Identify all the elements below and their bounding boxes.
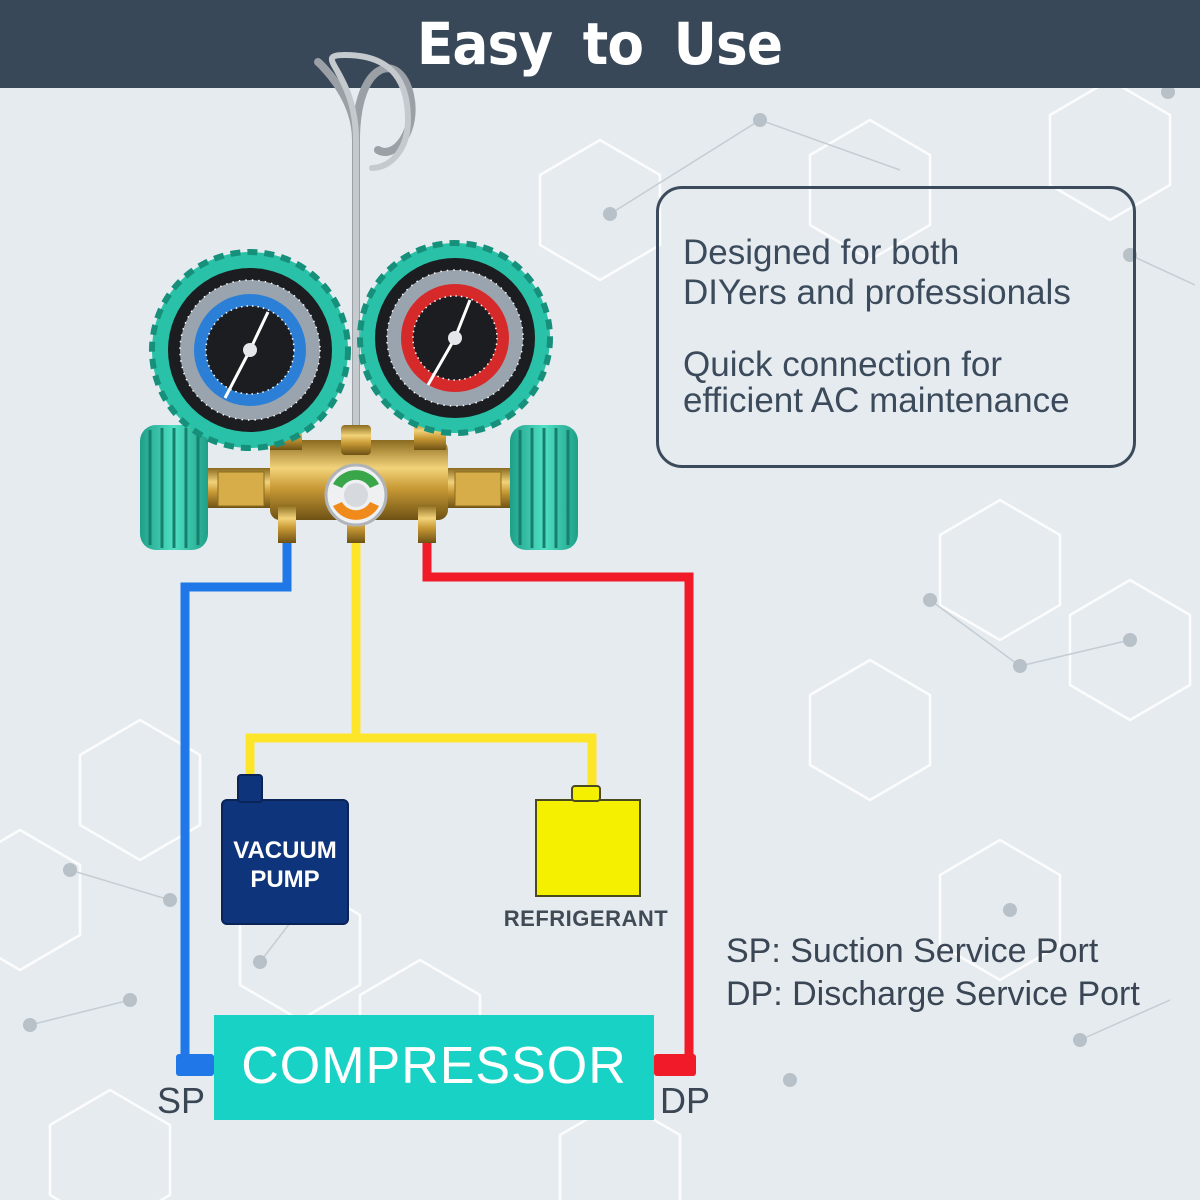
page-title: Easy to Use	[417, 10, 783, 78]
low-side-knob	[140, 425, 208, 550]
legend-dp: DP: Discharge Service Port	[726, 975, 1140, 1013]
refrigerant-label: REFRIGERANT	[503, 906, 669, 931]
high-side-knob	[510, 425, 578, 550]
compressor	[214, 1015, 654, 1120]
low-side-hose	[180, 540, 292, 1056]
sp-label: SP	[157, 1080, 206, 1121]
title-banner: Easy to Use	[0, 0, 1200, 88]
high-side-hose	[422, 540, 694, 1056]
feature-line-3: Quick connection for	[683, 345, 1003, 384]
feature-line-2: DIYers and professionals	[683, 273, 1071, 312]
feature-line-4: efficient AC maintenance	[683, 381, 1070, 420]
discharge-port	[654, 1054, 696, 1076]
dp-label: DP	[660, 1080, 711, 1121]
features-callout: Designed for both DIYers and professiona…	[656, 186, 1136, 468]
vacuum-pump-label: VACUUM PUMP	[233, 837, 337, 893]
low-pressure-gauge	[149, 249, 351, 451]
legend-sp: SP: Suction Service Port	[726, 932, 1099, 970]
refrigerant-tank	[535, 799, 641, 897]
suction-port	[176, 1054, 214, 1076]
high-pressure-gauge	[357, 240, 553, 450]
vacuum-pump	[221, 799, 349, 925]
compressor-label: COMPRESSOR	[241, 1037, 627, 1095]
charge-hose	[245, 540, 361, 778]
feature-line-1: Designed for both	[683, 233, 960, 272]
